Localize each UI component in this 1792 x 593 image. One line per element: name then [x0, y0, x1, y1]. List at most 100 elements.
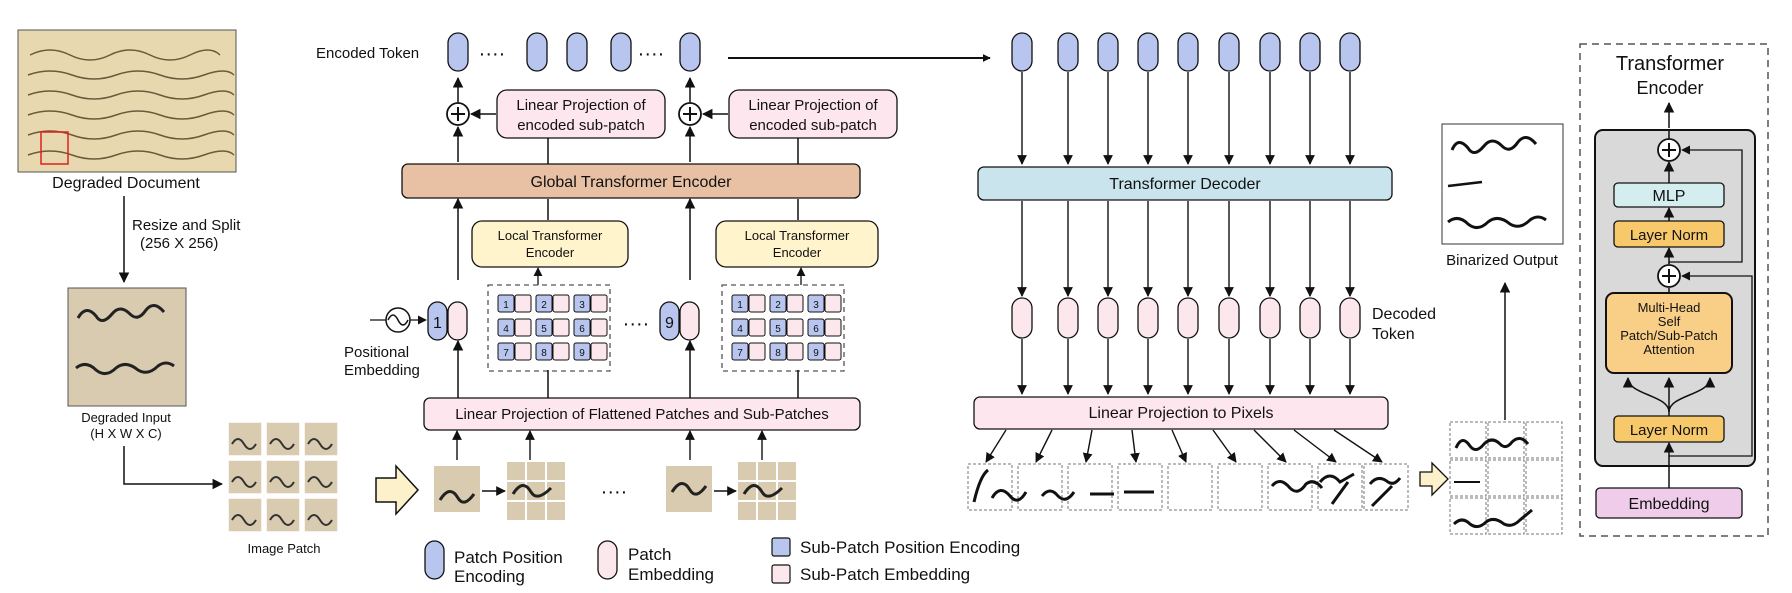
sub-patch-number: 3 [579, 300, 585, 311]
linear-projection-input-arrows [452, 430, 767, 460]
image-patch-cell [265, 459, 301, 495]
svg-text:Layer Norm: Layer Norm [1630, 227, 1708, 244]
image-patch-cell [303, 421, 339, 457]
output-grid-cell [1525, 421, 1563, 459]
sub-patch-position-cell [497, 342, 515, 361]
sub-patch-number: 4 [503, 324, 509, 335]
handwriting-stroke [742, 484, 784, 498]
sub-patch-embedding-cell [514, 318, 532, 337]
sub-patch-image [527, 462, 545, 480]
handwriting-stroke [670, 482, 708, 496]
encoded-token [526, 32, 548, 72]
legend-patch-embedding-swatch [597, 540, 618, 580]
handwriting-stroke [231, 476, 257, 488]
image-patch-grid [227, 421, 339, 533]
sub-patch-number: 2 [541, 300, 547, 311]
sub-patch-embedding-cell [514, 294, 532, 313]
encoded-token [566, 32, 588, 72]
decoder-input-token [1177, 32, 1199, 72]
handwriting-stroke [511, 484, 553, 498]
decoded-tokens [1011, 201, 1361, 395]
svg-text:Transformer Decoder: Transformer Decoder [1109, 176, 1261, 193]
encoded-tokens [447, 32, 701, 72]
local-transformer-encoder-box-1: Local Transformer Encoder [471, 220, 629, 268]
image-patch-cell [303, 459, 339, 495]
sub-patch-position-cell [535, 294, 553, 313]
plus-circle-icon [446, 102, 470, 126]
patch-embedding-token-9 [679, 301, 700, 341]
sub-patch-position-cell [731, 318, 749, 337]
sub-patch-embedding-cell [748, 294, 766, 313]
svg-text:Multi-Head: Multi-Head [1638, 300, 1701, 315]
svg-text:Linear Projection of: Linear Projection of [748, 97, 878, 114]
binarized-output-label: Binarized Output [1446, 252, 1559, 269]
svg-text:Linear Projection of: Linear Projection of [516, 97, 646, 114]
output-patch-cell [1363, 463, 1409, 511]
decoded-token [1057, 297, 1079, 339]
patch-position-token-1: 1 [427, 301, 448, 341]
residual-connection-top [1668, 145, 1743, 264]
handwriting-stroke [269, 514, 295, 526]
svg-text:9: 9 [665, 315, 674, 332]
svg-text:1: 1 [433, 315, 442, 332]
transformer-encoder-title-2: Encoder [1636, 78, 1703, 98]
sub-patch-embedding-cell [824, 342, 842, 361]
mlp-box: MLP [1613, 182, 1725, 208]
sub-patch-image [547, 482, 565, 500]
to-patches-arrow [123, 446, 224, 490]
binarized-output-image [1441, 123, 1564, 245]
sub-patch-image [547, 502, 565, 520]
output-patch-grid [1449, 421, 1563, 535]
decoded-token [1339, 297, 1361, 339]
sub-patch-number: 1 [737, 300, 743, 311]
global-transformer-encoder-box: Global Transformer Encoder [401, 163, 861, 199]
output-patch-cell [967, 463, 1013, 511]
output-patch-cell [1017, 463, 1063, 511]
sub-patch-number: 6 [813, 324, 819, 335]
binarized-stroke [1270, 480, 1324, 493]
output-patch-cell [1217, 463, 1263, 511]
encoded-token-label: Encoded Token [316, 45, 419, 62]
output-grid-cell [1487, 497, 1525, 535]
flow-arrow [1082, 429, 1093, 463]
handwriting-stroke [269, 476, 295, 488]
crop-region-marker [40, 131, 69, 165]
sub-patch-position-cell [573, 294, 591, 313]
sub-patch-position-cell [769, 342, 787, 361]
sub-patch-number: 8 [541, 348, 547, 359]
legend-patch-position-label-1: Patch Position [454, 548, 563, 567]
sub-patch-embedding-cell [552, 294, 570, 313]
output-grid-cell [1487, 459, 1525, 497]
local-transformer-encoder-box-2: Local Transformer Encoder [715, 220, 879, 268]
patch-sequence [434, 462, 796, 520]
token-dots: ···· [623, 313, 650, 335]
flow-arrow [1035, 429, 1053, 463]
image-patch-cell [265, 497, 301, 533]
flow-arrow [1333, 429, 1383, 463]
degraded-document-image [17, 29, 237, 173]
legend-sub-patch-embedding-swatch [771, 564, 791, 584]
legend-sub-patch-position-label: Sub-Patch Position Encoding [800, 538, 1020, 557]
sub-patch-grid-frame [721, 284, 845, 372]
legend: Patch Position Encoding Patch Embedding … [424, 537, 1020, 586]
plus-circle-icon [678, 102, 702, 126]
flow-arrow [985, 429, 1007, 463]
binarized-stroke [1454, 437, 1530, 451]
legend-patch-embedding-label-2: Embedding [628, 565, 714, 584]
handwriting-stroke [231, 438, 257, 450]
sub-patch-position-cell [807, 342, 825, 361]
transformer-encoder-title-1: Transformer [1616, 53, 1725, 75]
sub-patch-position-cell [807, 318, 825, 337]
encoded-token [610, 32, 632, 72]
patch-sequence-dots: ···· [601, 481, 628, 503]
sub-patch-position-cell [769, 294, 787, 313]
svg-text:Encoder: Encoder [773, 245, 822, 260]
sub-patch-number: 8 [775, 348, 781, 359]
decoder-input-token [1218, 32, 1240, 72]
decoder-input-token [1259, 32, 1281, 72]
decoder-input-token [1137, 32, 1159, 72]
svg-text:Attention: Attention [1643, 342, 1694, 357]
sub-patch-number: 2 [775, 300, 781, 311]
svg-text:Embedding: Embedding [1629, 496, 1710, 513]
